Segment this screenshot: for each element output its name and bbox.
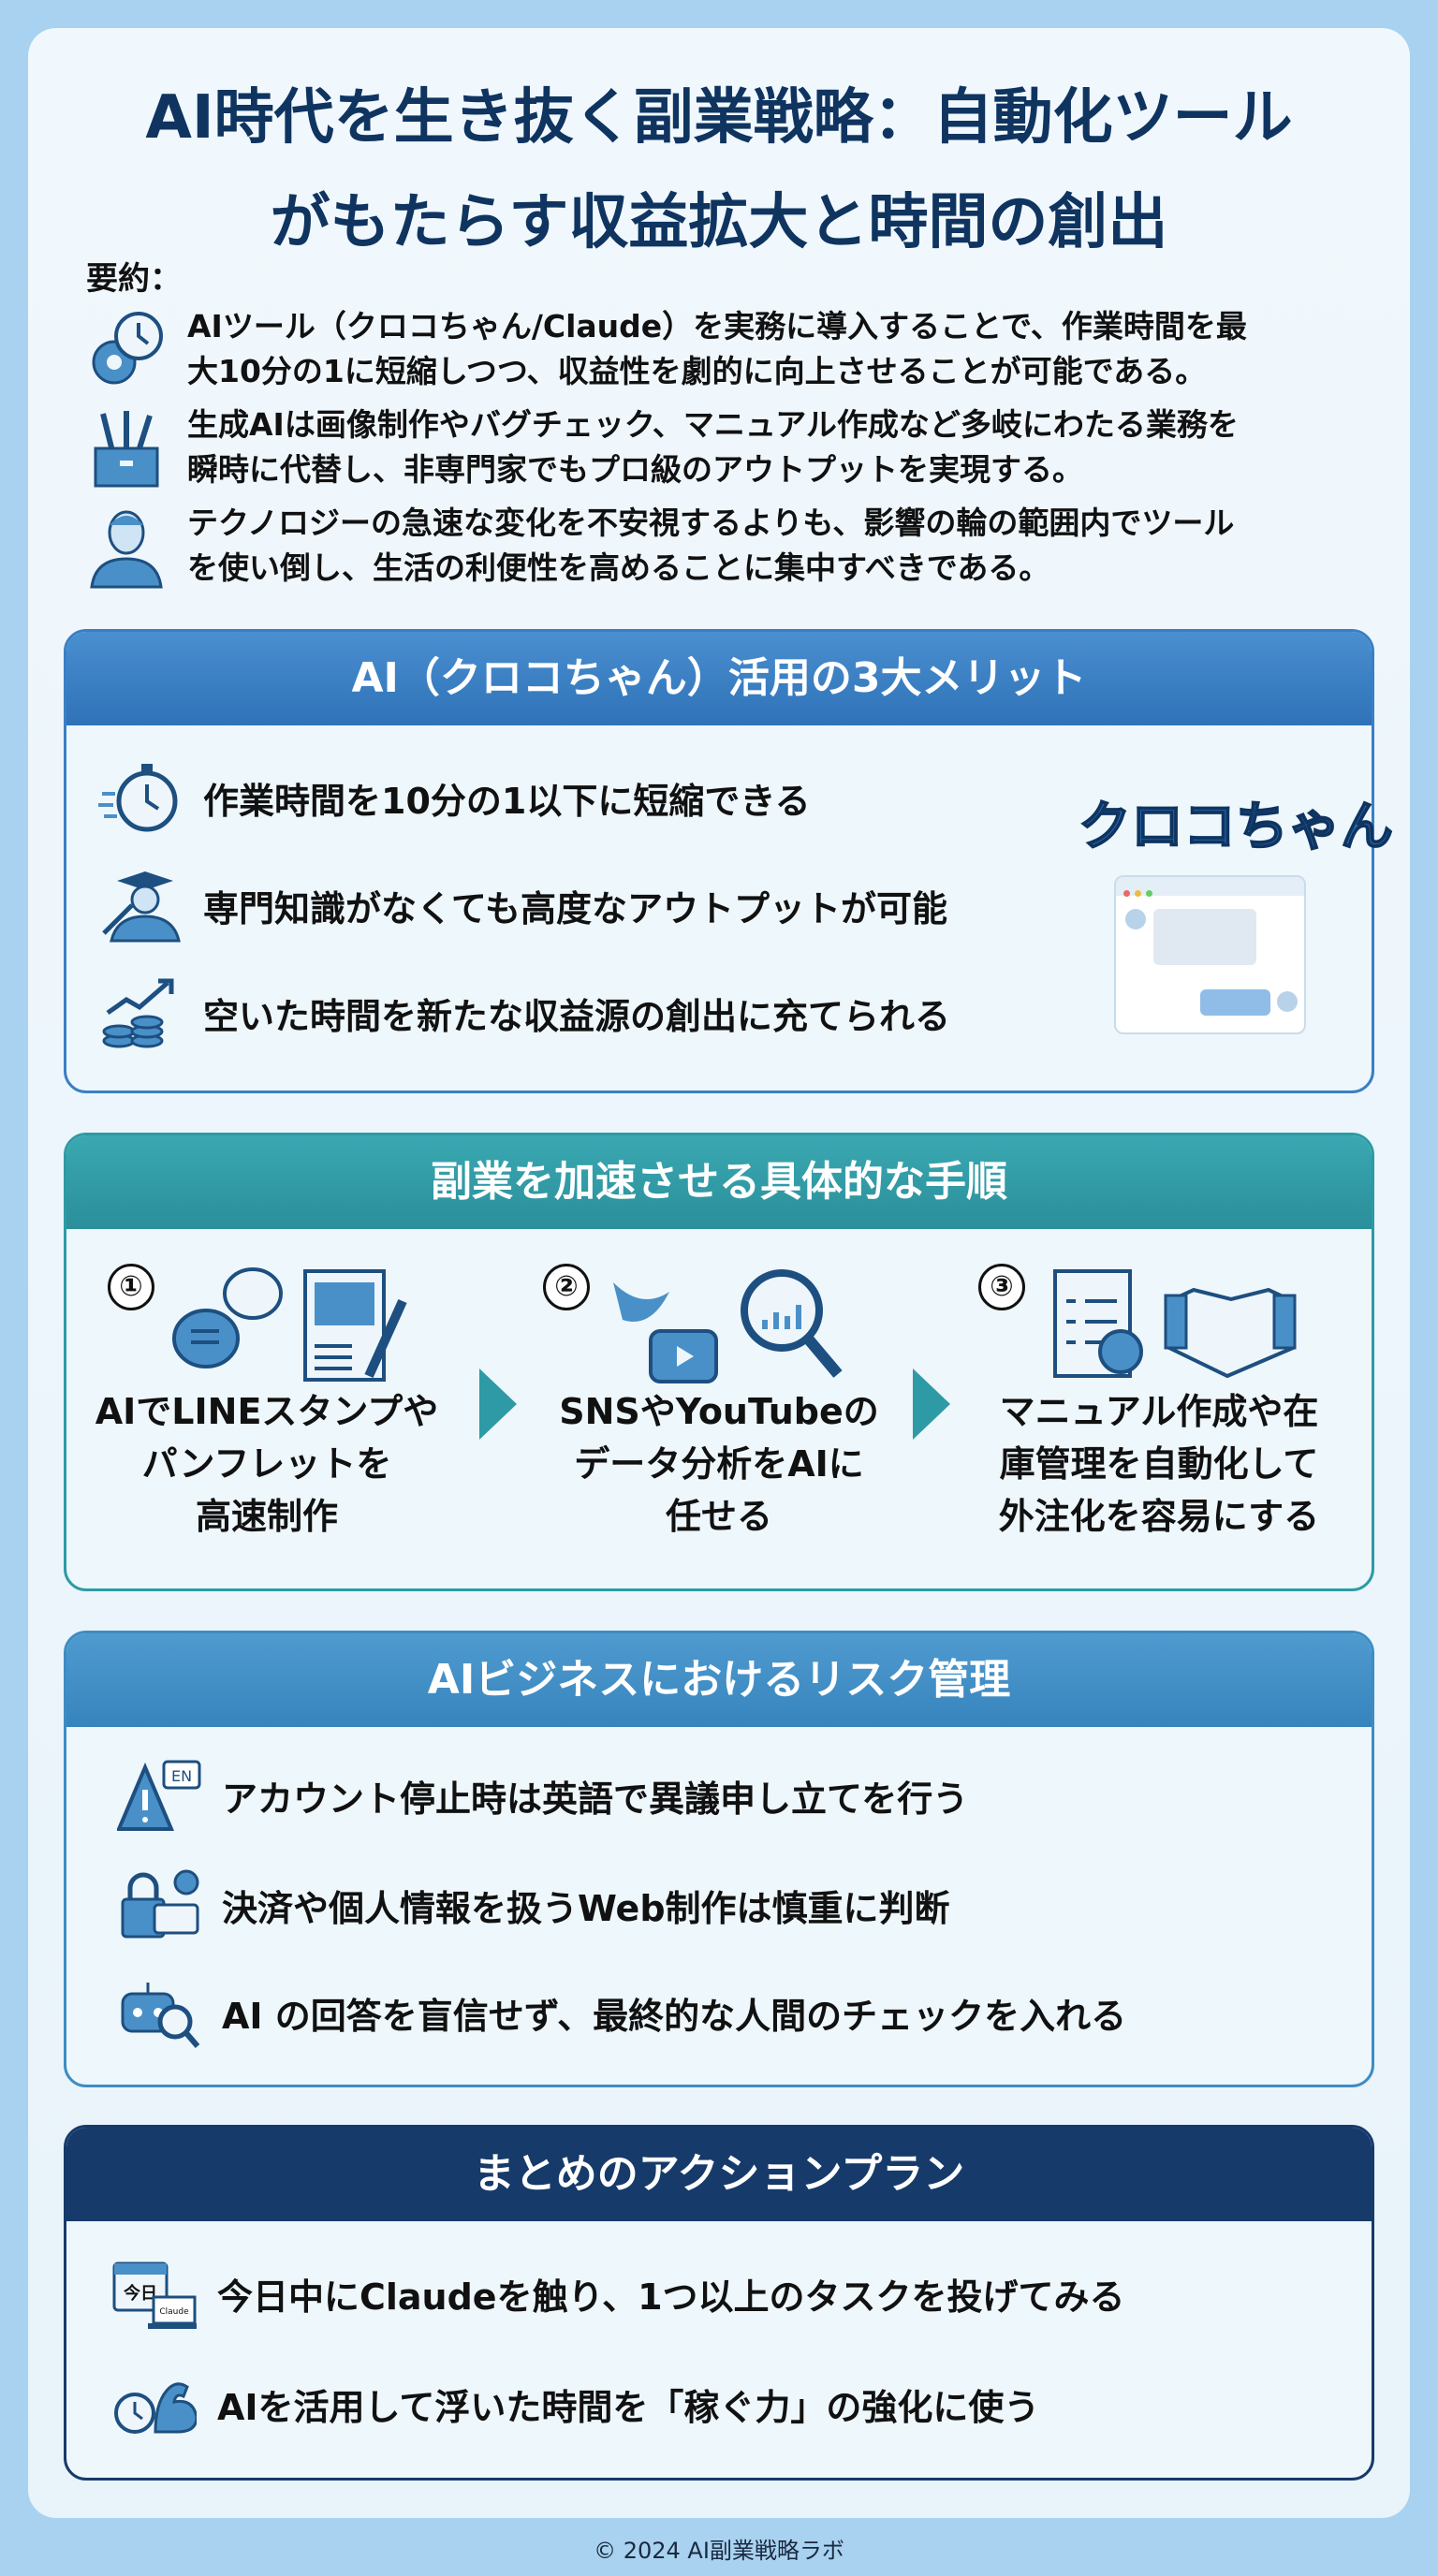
stopwatch-icon (98, 764, 178, 832)
risk-item: AI の回答を盲信せず、最終的な人間のチェックを入れる (117, 1975, 1126, 2050)
merit-item: 作業時間を10分の1以下に短縮できる (98, 760, 811, 835)
step-arrow-icon (913, 1368, 950, 1440)
action-item: AIを活用して浮いた時間を「稼ぐ力」の強化に使う (112, 2366, 1039, 2441)
risks-section: AIビジネスにおけるリスク管理 (64, 1631, 1374, 2087)
warning-en-icon: EN (117, 1760, 201, 1831)
page-title: AI時代を生き抜く副業戦略：自動化ツール がもたらす収益拡大と時間の創出 (56, 66, 1382, 275)
coins-growth-icon (102, 978, 174, 1048)
svg-text:今日: 今日 (124, 2283, 157, 2304)
risk-text: AI の回答を盲信せず、最終的な人間のチェックを入れる (222, 1995, 1127, 2037)
risk-item: 決済や個人情報を扱うWeb制作は慎重に判断 (117, 1867, 950, 1942)
step-number: ① (108, 1264, 154, 1310)
title-line: AI時代を生き抜く副業戦略：自動化ツール (145, 83, 1293, 153)
summary-text: テクノロジーの急速な変化を不安視するよりも、影響の輪の範囲内でツール (187, 505, 1235, 541)
chat-window-illustration (1114, 875, 1306, 1034)
section-header: AI（クロコちゃん）活用の3大メリット (66, 632, 1372, 725)
step-text: SNSやYouTubeのデータ分析をAIに任せる (559, 1391, 879, 1537)
step-arrow-icon (479, 1368, 517, 1440)
risk-text: アカウント停止時は英語で異議申し立てを行う (222, 1778, 969, 1820)
section-header: まとめのアクションプラン (66, 2128, 1372, 2221)
merit-text: 作業時間を10分の1以下に短縮できる (203, 780, 811, 822)
summary-text: AIツール（クロコちゃん/Claude）を実務に導入することで、作業時間を最 (187, 308, 1247, 344)
tools-box-icon (94, 411, 159, 488)
risk-text: 決済や個人情報を扱うWeb制作は慎重に判断 (222, 1887, 950, 1929)
section-header: AIビジネスにおけるリスク管理 (66, 1633, 1372, 1727)
chat-document-pen-icon (172, 1267, 407, 1382)
steps-section: 副業を加速させる具体的な手順 (64, 1133, 1374, 1591)
svg-text:Claude: Claude (159, 2307, 189, 2317)
summary-text: 大10分の1に短縮しつつ、収益性を劇的に向上させることが可能である。 (187, 353, 1207, 389)
step-text: マニュアル作成や在庫管理を自動化して外注化を容易にする (998, 1391, 1320, 1537)
robot-magnifier-icon (121, 1983, 200, 2048)
step-text: AIでLINEスタンプやパンフレットを高速制作 (95, 1391, 439, 1537)
summary-item: 生成AIは画像制作やバグチェック、マニュアル作成など多岐にわたる業務を瞬時に代替… (84, 402, 1386, 492)
merit-item: 空いた時間を新たな収益源の創出に充てられる (98, 975, 950, 1050)
kuroko-logo: クロコちゃん (1078, 796, 1394, 858)
footer-copyright: © 2024 AI副業戦略ラボ (594, 2538, 844, 2564)
section-header: 副業を加速させる具体的な手順 (66, 1135, 1372, 1229)
title-line: がもたらす収益拡大と時間の創出 (270, 188, 1168, 257)
clock-muscle-icon (114, 2382, 197, 2434)
merit-text: 専門知識がなくても高度なアウトプットが可能 (203, 887, 947, 929)
summary-text: 生成AIは画像制作やバグチェック、マニュアル作成など多岐にわたる業務を (187, 406, 1239, 443)
step-number: ③ (978, 1264, 1025, 1310)
person-icon (90, 510, 163, 589)
risk-item: EN アカウント停止時は英語で異議申し立てを行う (117, 1758, 968, 1833)
step-number: ② (543, 1264, 590, 1310)
summary-item: AIツール（クロコちゃん/Claude）を実務に導入することで、作業時間を最大1… (84, 304, 1386, 394)
twitter-youtube-analytics-icon (613, 1269, 843, 1383)
lock-card-icon (121, 1869, 199, 1939)
action-text: 今日中にClaudeを触り、1つ以上のタスクを投げてみる (217, 2276, 1125, 2318)
merit-item: 専門知識がなくても高度なアウトプットが可能 (98, 868, 947, 943)
checklist-handshake-icon (1053, 1269, 1297, 1379)
action-text: AIを活用して浮いた時間を「稼ぐ力」の強化に使う (217, 2386, 1040, 2428)
merit-text: 空いた時間を新たな収益源の創出に充てられる (203, 995, 951, 1037)
summary-label: 要約： (86, 260, 182, 298)
graduate-icon (102, 871, 181, 943)
summary-text: を使い倒し、生活の利便性を高めることに集中すべきである。 (187, 549, 1050, 586)
gear-clock-icon (92, 312, 163, 385)
svg-text:EN: EN (171, 1767, 192, 1785)
actions-section: まとめのアクションプラン (64, 2125, 1374, 2481)
summary-item: テクノロジーの急速な変化を不安視するよりも、影響の輪の範囲内でツールを使い倒し、… (84, 501, 1386, 591)
summary-text: 瞬時に代替し、非専門家でもプロ級のアウトプットを実現する。 (187, 451, 1083, 488)
